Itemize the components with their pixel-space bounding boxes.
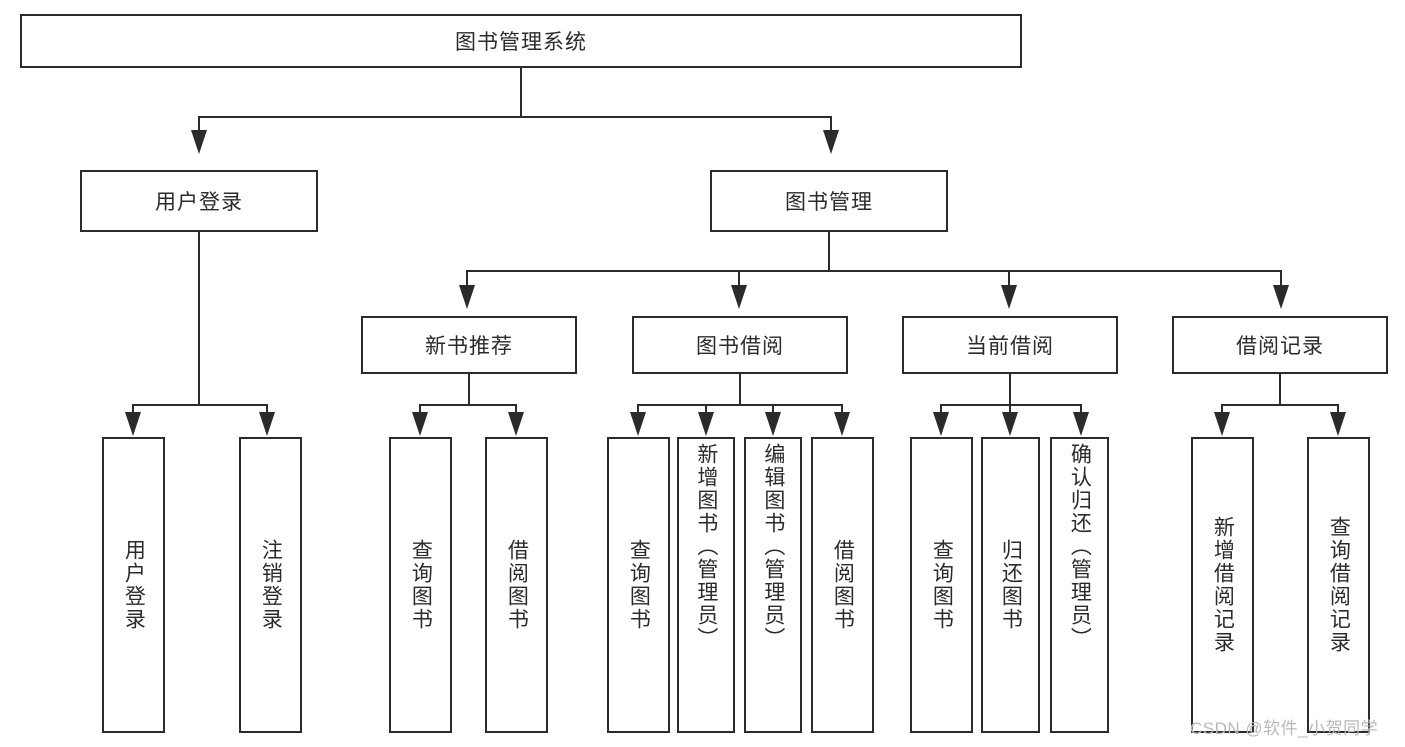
connector-bb-drop-3 [772,404,774,416]
leaf-book-borrow-4[interactable]: 借阅图书 [811,437,874,733]
leaf-label: 确认归还（管理员） [1068,443,1092,650]
arrowhead-to-book-management [823,130,839,154]
connector-bb-drop-1 [637,404,639,416]
connector-nbr-drop-2 [515,404,517,416]
node-user-login[interactable]: 用户登录 [80,170,318,232]
arrowhead-to-bb-leaf-4 [834,412,850,436]
arrowhead-to-book-borrow [731,285,747,309]
arrowhead-to-new-book-recommend [459,285,475,309]
connector-bb-drop-4 [841,404,843,416]
connector-br-drop-1 [1221,404,1223,416]
leaf-label: 新增图书（管理员） [694,443,718,650]
arrowhead-to-br-leaf-1 [1214,412,1230,436]
leaf-label: 用户登录 [122,539,146,631]
node-label: 用户登录 [155,191,243,214]
csdn-watermark: CSDN @软件_小贺同学 [1190,719,1379,738]
connector-bm-drop-4 [1280,270,1282,286]
leaf-label: 查询图书 [930,539,954,631]
arrowhead-to-user-login-leaf-2 [259,412,275,436]
node-root-book-management-system[interactable]: 图书管理系统 [20,14,1022,68]
leaf-label: 借阅图书 [831,539,855,631]
connector-nbr-drop-1 [419,404,421,416]
leaf-label: 归还图书 [999,539,1023,631]
arrowhead-to-current-borrow [1001,285,1017,309]
arrowhead-to-user-login [191,130,207,154]
leaf-label: 查询图书 [409,539,433,631]
connector-root-stem [520,68,522,116]
leaf-user-login-2[interactable]: 注销登录 [239,437,302,733]
node-label: 图书管理 [785,191,873,214]
node-book-borrow[interactable]: 图书借阅 [632,316,848,374]
node-new-book-recommend[interactable]: 新书推荐 [361,316,577,374]
arrowhead-to-bb-leaf-3 [765,412,781,436]
arrowhead-to-cb-leaf-3 [1073,412,1089,436]
connector-bb-drop-2 [705,404,707,416]
connector-bm-drop-2 [738,270,740,286]
leaf-current-borrow-3[interactable]: 确认归还（管理员） [1050,437,1109,733]
node-label: 图书管理系统 [455,31,587,54]
leaf-label: 编辑图书（管理员） [761,443,785,650]
leaf-label: 借阅图书 [505,539,529,631]
leaf-user-login-1[interactable]: 用户登录 [102,437,165,733]
connector-br-bus [1221,404,1339,406]
connector-book-management-stem [828,232,830,272]
connector-bb-stem [739,374,741,406]
node-borrow-record[interactable]: 借阅记录 [1172,316,1388,374]
node-label: 当前借阅 [966,335,1054,358]
connector-book-management-bus [466,270,1282,272]
node-label: 借阅记录 [1236,335,1324,358]
leaf-borrow-record-2[interactable]: 查询借阅记录 [1307,437,1370,733]
leaf-label: 查询借阅记录 [1327,516,1351,654]
connector-user-login-bus [132,404,268,406]
arrowhead-to-bb-leaf-2 [698,412,714,436]
leaf-label: 新增借阅记录 [1211,516,1235,654]
leaf-label: 注销登录 [259,539,283,631]
arrowhead-to-nbr-leaf-2 [508,412,524,436]
connector-cb-drop-3 [1080,404,1082,416]
leaf-new-book-recommend-1[interactable]: 查询图书 [389,437,452,733]
node-label: 图书借阅 [696,335,784,358]
connector-nbr-bus [419,404,517,406]
leaf-book-borrow-1[interactable]: 查询图书 [607,437,670,733]
arrowhead-to-br-leaf-2 [1330,412,1346,436]
connector-user-login-stem [198,232,200,406]
leaf-book-borrow-3[interactable]: 编辑图书（管理员） [744,437,802,733]
connector-cb-stem [1009,374,1011,406]
connector-bb-bus [637,404,843,406]
connector-cb-drop-1 [940,404,942,416]
leaf-new-book-recommend-2[interactable]: 借阅图书 [485,437,548,733]
arrowhead-to-cb-leaf-2 [1002,412,1018,436]
connector-br-stem [1279,374,1281,406]
leaf-current-borrow-1[interactable]: 查询图书 [910,437,973,733]
connector-br-drop-2 [1337,404,1339,416]
node-label: 新书推荐 [425,335,513,358]
leaf-current-borrow-2[interactable]: 归还图书 [981,437,1040,733]
arrowhead-to-nbr-leaf-1 [412,412,428,436]
arrowhead-to-cb-leaf-1 [933,412,949,436]
connector-bm-drop-3 [1008,270,1010,286]
leaf-borrow-record-1[interactable]: 新增借阅记录 [1191,437,1254,733]
connector-nbr-stem [468,374,470,406]
arrowhead-to-user-login-leaf-1 [125,412,141,436]
connector-cb-drop-2 [1009,404,1011,416]
leaf-book-borrow-2[interactable]: 新增图书（管理员） [677,437,735,733]
leaf-label: 查询图书 [627,539,651,631]
arrowhead-to-bb-leaf-1 [630,412,646,436]
connector-root-drop-right [830,116,832,132]
arrowhead-to-borrow-record [1273,285,1289,309]
node-current-borrow[interactable]: 当前借阅 [902,316,1118,374]
connector-root-drop-left [198,116,200,132]
connector-root-bus [198,116,832,118]
connector-cb-bus [940,404,1082,406]
connector-user-login-drop-2 [266,404,268,416]
connector-user-login-drop-1 [132,404,134,416]
node-book-management[interactable]: 图书管理 [710,170,948,232]
connector-bm-drop-1 [466,270,468,286]
